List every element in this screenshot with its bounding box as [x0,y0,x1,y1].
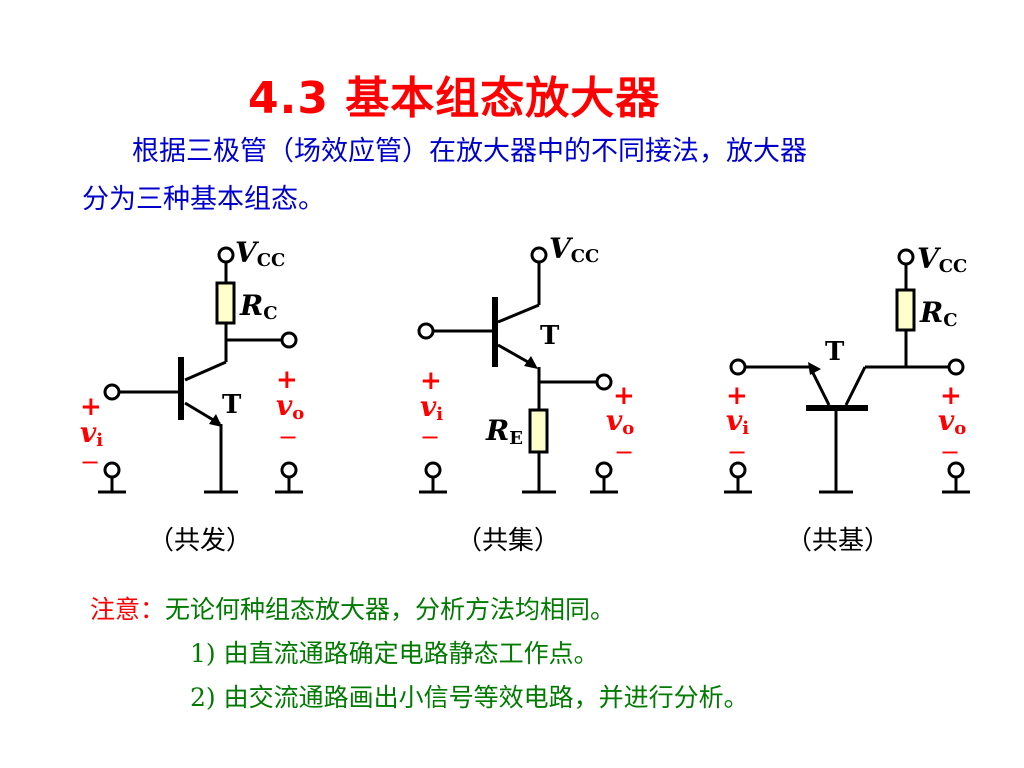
vcc-terminal [217,246,235,264]
rc-resistor [895,288,916,332]
collector-lead [844,366,867,406]
output-ground-terminal [280,461,298,479]
vcc-label: VCC [235,236,285,271]
output-plus: + [613,381,635,411]
input-terminal [417,322,435,340]
common-collector-circuit [417,246,618,494]
output-terminal [280,331,298,349]
input-minus: − [727,438,747,466]
note-block: 注意：无论何种组态放大器，分析方法均相同。 1) 由直流通路确定电路静态工作点。… [90,588,749,720]
emitter-arrow [524,356,538,369]
vi-label: vi [80,416,103,451]
rc-label: RC [239,289,278,324]
output-minus: − [940,438,960,466]
transistor-label: T [540,321,560,351]
intro-line-1: 根据三极管（场效应管）在放大器中的不同接法，放大器 [132,136,807,167]
vcc-terminal [897,248,915,266]
input-plus: + [80,392,102,422]
caption-common-collector: （共集） [456,526,561,556]
vi-label: vi [420,390,443,425]
vi-label: vi [726,404,749,439]
vcc-label: VCC [917,242,967,277]
collector-lead [184,360,227,382]
rc-label: RC [919,296,958,331]
emitter-arrow [808,362,821,375]
transistor-label: T [825,337,845,367]
caption-common-base: （共基） [786,526,891,556]
note-label: 注意： [90,595,166,624]
note-line-2: 1) 由直流通路确定电路静态工作点。 [190,639,599,668]
input-terminal [103,383,121,401]
intro-line-2: 分为三种基本组态。 [82,184,325,215]
input-ground-terminal [103,461,121,479]
emitter-arrow [209,414,222,427]
rc-resistor [215,281,236,325]
output-terminal [595,373,613,391]
transistor-label: T [222,390,242,420]
common-base-circuit [724,248,970,494]
collector-lead [497,303,540,324]
note-line-3: 2) 由交流通路画出小信号等效电路，并进行分析。 [190,683,749,712]
output-ground-terminal [595,461,613,479]
vo-label: vo [276,389,304,424]
input-minus: − [80,448,100,476]
note-line-1: 无论何种组态放大器，分析方法均相同。 [165,595,616,624]
vcc-terminal [530,246,548,264]
output-plus: + [940,381,962,411]
common-emitter-circuit [98,246,303,494]
output-minus: − [614,438,634,466]
page-title: 4.3 基本组态放大器 [248,73,661,124]
output-minus: − [278,423,298,451]
input-ground-terminal [424,461,442,479]
caption-common-emitter: （共发） [148,526,253,556]
vo-label: vo [606,404,634,439]
re-resistor [528,408,549,454]
input-plus: + [420,366,442,396]
re-label: RE [485,414,523,449]
vcc-label: VCC [549,232,599,267]
input-terminal [729,358,747,376]
output-plus: + [276,365,298,395]
emitter-lead [808,366,831,406]
input-plus: + [726,381,748,411]
vo-label: vo [938,404,966,439]
intro-paragraph: 根据三极管（场效应管）在放大器中的不同接法，放大器 分为三种基本组态。 [82,128,1002,224]
output-terminal [947,358,965,376]
input-minus: − [420,423,440,451]
